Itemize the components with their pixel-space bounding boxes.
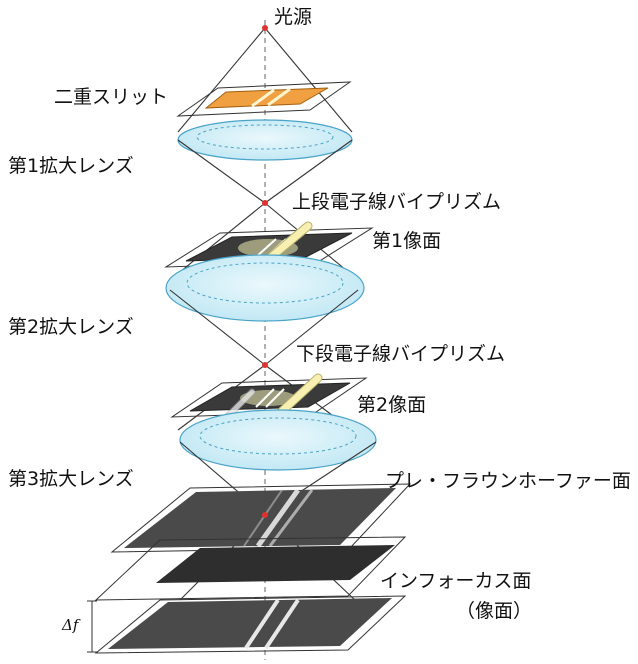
- label-lower-biprism: 下段電子線バイプリズム: [296, 343, 506, 365]
- label-image-plane-2: 第2像面: [357, 394, 427, 416]
- label-infocus-plane: インフォーカス面: [380, 570, 532, 592]
- crossover-point-1: [262, 200, 268, 206]
- focal-points: [262, 25, 268, 518]
- label-double-slit: 二重スリット: [54, 86, 169, 108]
- pre-fraunhofer-plane: [110, 483, 412, 553]
- label-image-plane-1: 第1像面: [372, 230, 442, 252]
- label-image-plane-paren: （像面）: [456, 600, 533, 622]
- lens-3: [179, 409, 377, 471]
- crossover-point-2: [262, 362, 268, 368]
- label-pre-fraunhofer: プレ・フラウンホーファー面: [385, 470, 631, 492]
- label-delta-f: Δf: [62, 616, 79, 634]
- infocus-dark-plane: [156, 545, 395, 583]
- lens-2: [165, 254, 365, 322]
- beam-cone-1: [177, 27, 353, 133]
- label-upper-biprism: 上段電子線バイプリズム: [292, 191, 502, 213]
- crossover-point-3: [262, 512, 268, 518]
- label-lens-1: 第1拡大レンズ: [8, 155, 134, 177]
- delta-f-bracket: [87, 600, 97, 653]
- label-lens-3: 第3拡大レンズ: [8, 468, 134, 490]
- image-screen-plane: [94, 536, 407, 654]
- label-light-source: 光源: [274, 6, 313, 28]
- label-lens-2: 第2拡大レンズ: [8, 316, 134, 338]
- source-point: [262, 25, 268, 31]
- lens-1: [177, 119, 353, 161]
- double-slit-plane: [176, 81, 352, 117]
